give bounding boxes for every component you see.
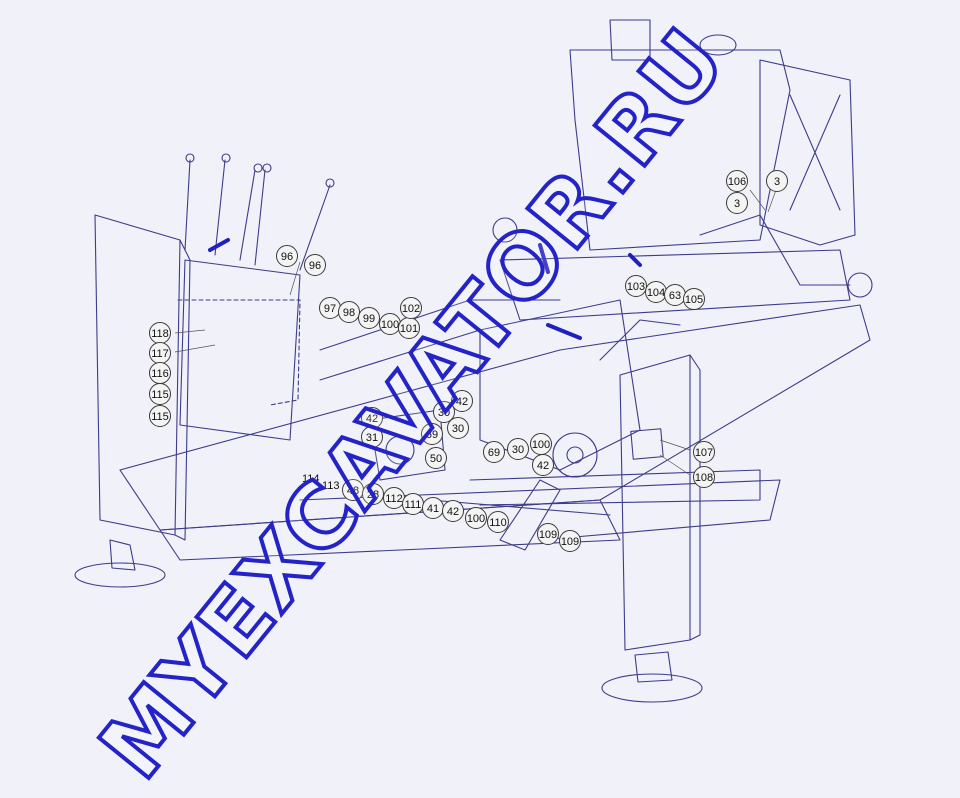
callout-c99: 99 bbox=[358, 307, 380, 329]
control-levers bbox=[184, 159, 331, 271]
callout-c105: 105 bbox=[683, 288, 705, 310]
leader-line bbox=[749, 189, 766, 211]
label-p114: 114 bbox=[302, 473, 320, 485]
base-frame-outline bbox=[119, 304, 871, 531]
right-foot-pad bbox=[601, 673, 703, 703]
callout-c28: 28 bbox=[362, 483, 384, 505]
leader-line bbox=[659, 439, 691, 451]
callout-c30a: 30 bbox=[433, 401, 455, 423]
callout-c42c: 42 bbox=[532, 454, 554, 476]
pump-flange bbox=[385, 435, 415, 465]
callout-c110: 110 bbox=[487, 511, 509, 533]
pipe-lower bbox=[319, 329, 481, 381]
callout-c118: 118 bbox=[149, 322, 171, 344]
leader-line bbox=[767, 189, 777, 213]
hose-segment bbox=[538, 243, 550, 274]
hose-segment bbox=[628, 253, 642, 267]
callout-c42d: 42 bbox=[442, 500, 464, 522]
pump-housing bbox=[369, 409, 446, 481]
hose-segment bbox=[208, 238, 230, 252]
callout-c48: 48 bbox=[342, 479, 364, 501]
callout-c107: 107 bbox=[693, 441, 715, 463]
filter-housing bbox=[609, 19, 651, 61]
valve-block-dashed bbox=[177, 299, 301, 406]
callout-c3a: 3 bbox=[766, 170, 788, 192]
lever-knob bbox=[221, 153, 231, 163]
frame-rail-bottom bbox=[299, 479, 781, 541]
callout-c50: 50 bbox=[425, 447, 447, 469]
machine-drawing bbox=[74, 19, 873, 703]
callout-c98: 98 bbox=[338, 301, 360, 323]
callout-c96a: 96 bbox=[276, 245, 298, 267]
tank-cross bbox=[789, 94, 841, 211]
motor-gear bbox=[492, 217, 518, 243]
callout-c109b: 109 bbox=[559, 530, 581, 552]
callout-c111: 111 bbox=[402, 493, 424, 515]
callout-c100a: 100 bbox=[379, 313, 401, 335]
right-foot-joint bbox=[634, 651, 673, 683]
callout-c69b: 69 bbox=[483, 441, 505, 463]
cross-member-lower bbox=[469, 469, 761, 506]
callout-c101: 101 bbox=[398, 317, 420, 339]
coupling bbox=[847, 272, 873, 298]
callout-c41: 41 bbox=[422, 497, 444, 519]
callout-c115b: 115 bbox=[149, 405, 171, 427]
callout-c112: 112 bbox=[383, 487, 405, 509]
fuel-tank bbox=[759, 59, 856, 246]
callout-c100b: 100 bbox=[530, 433, 552, 455]
lever-knob bbox=[262, 163, 272, 173]
callout-c69a: 69 bbox=[421, 423, 443, 445]
callout-c42a: 42 bbox=[451, 390, 473, 412]
leader-line bbox=[659, 454, 691, 476]
callout-c96b: 96 bbox=[304, 254, 326, 276]
callout-c31: 31 bbox=[361, 426, 383, 448]
hose-segment bbox=[546, 323, 582, 340]
drive-pulley bbox=[552, 432, 598, 478]
right-leg-edge bbox=[689, 354, 701, 641]
callout-c106: 106 bbox=[726, 170, 748, 192]
callout-c102: 102 bbox=[400, 297, 422, 319]
pipe-return bbox=[599, 319, 681, 361]
callout-c109a: 109 bbox=[537, 523, 559, 545]
callout-c30b: 30 bbox=[447, 417, 469, 439]
leg-nameplate bbox=[630, 428, 664, 460]
callout-c3b: 3 bbox=[726, 192, 748, 214]
callout-c108: 108 bbox=[693, 466, 715, 488]
pipe-right bbox=[699, 214, 851, 286]
control-valve-block bbox=[179, 259, 301, 441]
leader-line bbox=[174, 329, 206, 334]
lever-knob bbox=[253, 163, 263, 173]
left-foot-joint bbox=[109, 539, 136, 571]
swing-motor bbox=[499, 479, 561, 551]
label-p113: 113 bbox=[322, 480, 340, 492]
callout-c30c: 30 bbox=[507, 438, 529, 460]
callout-c42b: 42 bbox=[361, 407, 383, 429]
hydraulic-tank bbox=[569, 49, 791, 251]
callout-c117: 117 bbox=[149, 342, 171, 364]
engine-block bbox=[479, 299, 641, 471]
lever-knob bbox=[185, 153, 195, 163]
lever-knob bbox=[325, 178, 335, 188]
callout-c100c: 100 bbox=[465, 507, 487, 529]
callout-c103: 103 bbox=[625, 275, 647, 297]
callout-c115a: 115 bbox=[149, 383, 171, 405]
callout-c116: 116 bbox=[149, 362, 171, 384]
callout-c63: 63 bbox=[664, 284, 686, 306]
left-foot-pad bbox=[74, 562, 166, 588]
drive-pulley-hub bbox=[566, 446, 584, 464]
tank-cap bbox=[699, 34, 737, 56]
leader-line bbox=[289, 261, 301, 296]
pipe-main bbox=[319, 299, 561, 351]
leader-line bbox=[174, 344, 216, 353]
